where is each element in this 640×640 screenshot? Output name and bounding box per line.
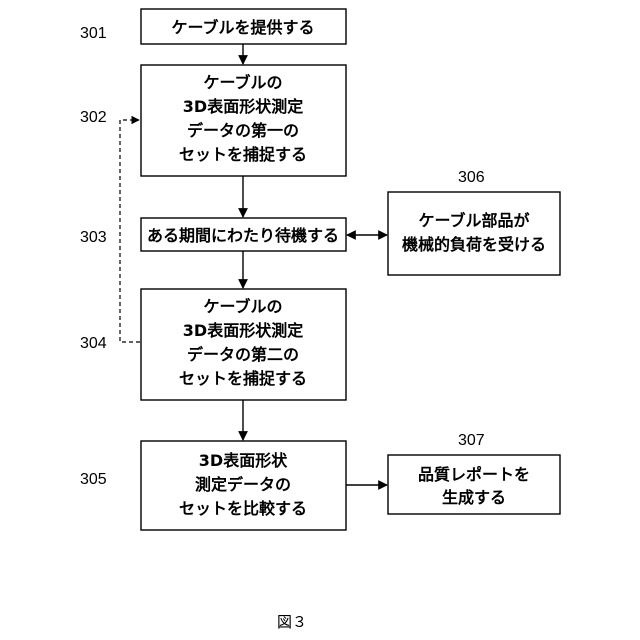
step-307-number: 307 [458, 432, 485, 449]
loop-back-304-to-302 [120, 120, 140, 342]
step-304-line-1: ケーブルの [203, 297, 282, 316]
step-306-box [388, 192, 560, 275]
step-307-line-1: 品質レポートを [418, 465, 530, 484]
step-306: ケーブル部品が 機械的負荷を受ける 306 [388, 169, 560, 275]
step-302-line-1: ケーブルの [203, 73, 282, 92]
figure-caption: 図３ [277, 613, 307, 631]
step-304-line-3: データの第二の [187, 345, 299, 364]
step-305-line-2: 測定データの [195, 475, 291, 494]
step-305: 3D表面形状 測定データの セットを比較する 305 [80, 441, 346, 530]
step-306-line-2: 機械的負荷を受ける [402, 235, 546, 254]
step-306-line-1: ケーブル部品が [418, 211, 529, 230]
step-305-number: 305 [80, 471, 107, 488]
step-303-number: 303 [80, 229, 107, 246]
step-305-line-1: 3D表面形状 [199, 451, 288, 470]
step-303-line-1: ある期間にわたり待機する [147, 226, 339, 245]
step-304-number: 304 [80, 335, 107, 352]
step-302-number: 302 [80, 109, 107, 126]
step-301-number: 301 [80, 25, 107, 42]
step-304-line-2: 3D表面形状測定 [183, 321, 303, 340]
step-301: ケーブルを提供する 301 [80, 9, 346, 44]
step-306-number: 306 [458, 169, 485, 186]
step-307: 品質レポートを 生成する 307 [388, 432, 560, 514]
step-302-line-2: 3D表面形状測定 [183, 97, 303, 116]
step-307-line-2: 生成する [442, 488, 506, 507]
step-304-line-4: セットを捕捉する [179, 369, 307, 388]
step-305-line-3: セットを比較する [179, 499, 307, 518]
step-302-line-4: セットを捕捉する [179, 145, 307, 164]
step-301-line-1: ケーブルを提供する [171, 18, 314, 37]
step-302-line-3: データの第一の [187, 121, 299, 140]
